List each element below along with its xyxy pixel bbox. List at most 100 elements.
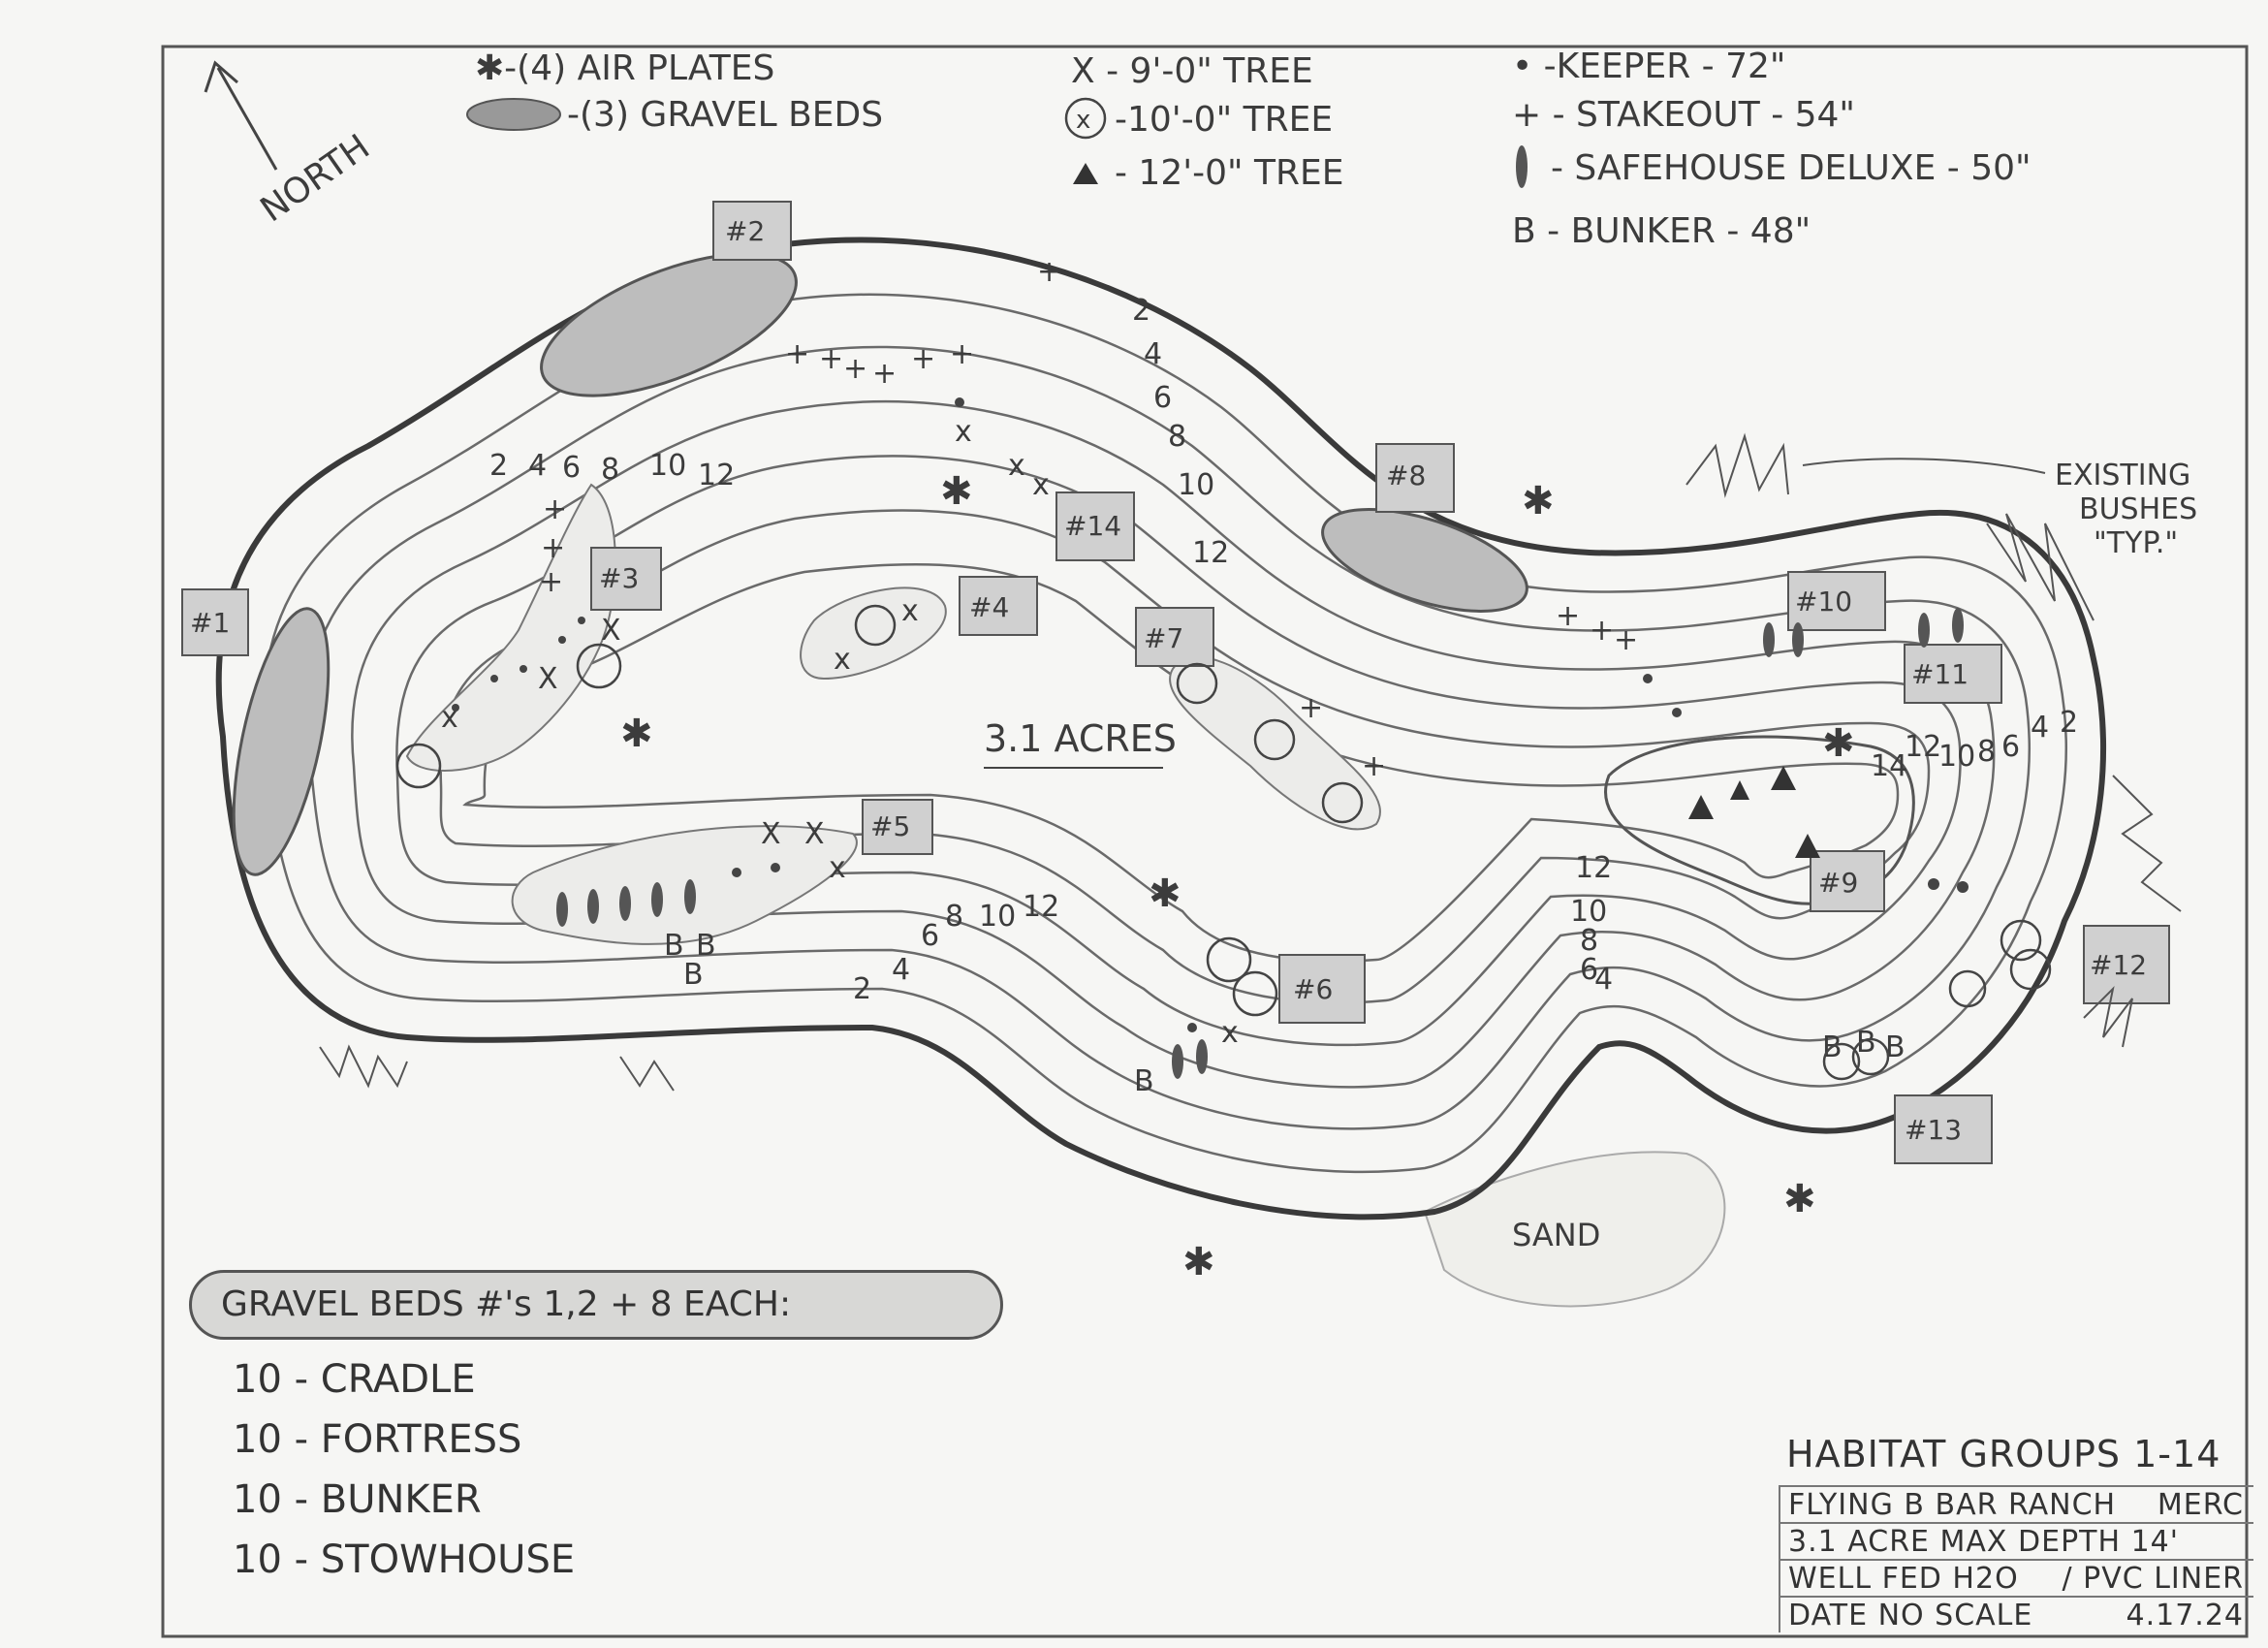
svg-text:10: 10 xyxy=(1570,895,1607,929)
group-2: #2 xyxy=(712,201,792,261)
title-block-line1: FLYING B BAR RANCH MERC xyxy=(1779,1485,2253,1522)
group-10: #10 xyxy=(1787,571,1886,631)
existing-bushes-line1: EXISTING xyxy=(2055,459,2190,492)
title-block: HABITAT GROUPS 1-14 FLYING B BAR RANCH M… xyxy=(1779,1425,2253,1633)
date-scale: DATE NO SCALE xyxy=(1788,1599,2033,1632)
svg-text:+: + xyxy=(950,337,974,371)
gravel-bed-note-header: GRAVEL BEDS #'s 1,2 + 8 EACH: xyxy=(189,1270,1003,1340)
sand-area xyxy=(1423,1151,1726,1308)
svg-text:+: + xyxy=(1590,614,1614,648)
bushes-leader-line xyxy=(1802,458,2046,474)
group-12-label: #12 xyxy=(2090,949,2147,981)
group-14-label: #14 xyxy=(1064,510,1121,542)
group-10-label: #10 xyxy=(1795,586,1852,618)
group-9: #9 xyxy=(1810,850,1885,912)
air-plates: ✱✱✱ ✱✱✱ ✱ xyxy=(620,469,1855,1284)
habitat-clusters xyxy=(405,483,1381,945)
group-7-label: #7 xyxy=(1144,622,1183,654)
triangle-trees xyxy=(1688,766,1820,858)
svg-text:x: x xyxy=(901,594,919,628)
svg-text:10: 10 xyxy=(979,900,1016,934)
svg-text:✱: ✱ xyxy=(1822,721,1855,766)
group-14: #14 xyxy=(1055,491,1135,561)
svg-text:+: + xyxy=(1614,623,1638,657)
drawing-date: 4.17.24 xyxy=(2126,1599,2244,1632)
svg-text:x: x xyxy=(1221,1016,1239,1050)
keeper-markers xyxy=(452,397,1969,1032)
group-7: #7 xyxy=(1135,607,1214,667)
ranch-name: FLYING B BAR RANCH xyxy=(1788,1488,2117,1522)
svg-text:x: x xyxy=(1032,468,1050,502)
svg-text:x: x xyxy=(834,643,851,677)
legend-tree-12: - 12'-0" TREE xyxy=(1115,153,1344,193)
gravel-bed-item-cradle: 10 - CRADLE xyxy=(233,1357,476,1402)
svg-text:✱: ✱ xyxy=(1783,1177,1816,1221)
legend-tree-9: X - 9'-0" TREE xyxy=(1071,51,1313,91)
gravel-beds xyxy=(232,252,1528,876)
legend-stakeout: + - STAKEOUT - 54" xyxy=(1512,95,1855,135)
gravel-bed-note-header-text: GRAVEL BEDS #'s 1,2 + 8 EACH: xyxy=(221,1284,792,1324)
svg-text:12: 12 xyxy=(1905,730,1941,764)
group-4: #4 xyxy=(959,576,1038,636)
title-block-heading: HABITAT GROUPS 1-14 xyxy=(1786,1433,2221,1475)
title-block-line3: WELL FED H2O / PVC LINER xyxy=(1779,1559,2253,1596)
svg-text:+: + xyxy=(1556,599,1580,633)
group-13: #13 xyxy=(1894,1094,1993,1164)
svg-text:+: + xyxy=(872,357,897,391)
svg-text:2: 2 xyxy=(1132,294,1150,328)
svg-text:✱: ✱ xyxy=(940,469,973,514)
svg-text:B: B xyxy=(696,929,716,963)
group-6: #6 xyxy=(1278,954,1366,1024)
svg-text:+: + xyxy=(543,492,567,526)
svg-text:12: 12 xyxy=(1023,890,1059,924)
svg-text:2: 2 xyxy=(2060,706,2078,740)
group-11: #11 xyxy=(1904,644,2002,704)
svg-text:6: 6 xyxy=(2001,730,2020,764)
svg-text:+: + xyxy=(1037,255,1061,289)
svg-text:6: 6 xyxy=(562,451,581,485)
group-11-label: #11 xyxy=(1911,658,1969,690)
circled-trees xyxy=(395,604,1364,1017)
group-1: #1 xyxy=(181,588,249,656)
title-block-line4: DATE NO SCALE 4.17.24 xyxy=(1779,1596,2253,1632)
svg-text:8: 8 xyxy=(945,900,963,934)
svg-text:+: + xyxy=(843,352,867,386)
svg-text:14: 14 xyxy=(1871,749,1907,783)
svg-text:✱: ✱ xyxy=(1182,1240,1215,1284)
svg-text:2: 2 xyxy=(853,972,871,1006)
svg-text:B: B xyxy=(683,958,704,992)
svg-text:10: 10 xyxy=(649,449,686,483)
svg-text:B: B xyxy=(1134,1064,1154,1098)
contour-depth-labels: 2 4 6 8 10 12 2 4 6 8 10 12 14 12 10 8 6… xyxy=(489,294,2078,1006)
group-8: #8 xyxy=(1375,443,1455,513)
svg-text:8: 8 xyxy=(1168,420,1186,454)
map-legend: ✱-(4) AIR PLATES -(3) GRAVEL BEDS X - 9'… xyxy=(466,47,2032,251)
existing-bushes-line2: BUSHES xyxy=(2079,492,2197,526)
legend-tree-10: -10'-0" TREE xyxy=(1115,100,1333,140)
group-1-label: #1 xyxy=(190,607,230,639)
svg-text:4: 4 xyxy=(2031,711,2049,745)
legend-air-plates: ✱-(4) AIR PLATES xyxy=(475,48,774,88)
stakeout-markers: +++ +++ +++ +++ xyxy=(539,337,1638,657)
gravel-bed-note: GRAVEL BEDS #'s 1,2 + 8 EACH: 10 - CRADL… xyxy=(189,1270,1003,1590)
svg-text:+: + xyxy=(539,565,563,599)
svg-text:4: 4 xyxy=(528,449,547,483)
gravel-bed-2 xyxy=(540,252,798,397)
gravel-bed-1 xyxy=(232,607,331,876)
svg-text:6: 6 xyxy=(1580,953,1598,987)
svg-text:✱: ✱ xyxy=(1522,479,1555,523)
group-3-label: #3 xyxy=(599,562,639,594)
legend-safehouse: - SAFEHOUSE DELUXE - 50" xyxy=(1551,148,2032,188)
svg-text:x: x xyxy=(955,415,972,449)
svg-text:8: 8 xyxy=(1580,924,1598,958)
gravel-bed-item-stowhouse: 10 - STOWHOUSE xyxy=(233,1537,576,1582)
svg-text:X: X xyxy=(538,662,558,696)
liner-type: / PVC LINER xyxy=(2062,1562,2244,1596)
svg-text:x: x xyxy=(1008,449,1025,483)
legend-keeper: • -KEEPER - 72" xyxy=(1512,47,1785,86)
group-5-label: #5 xyxy=(870,810,910,842)
svg-text:✱: ✱ xyxy=(620,712,653,756)
svg-text:X: X xyxy=(761,817,781,851)
water-source: WELL FED H2O xyxy=(1788,1562,2019,1596)
svg-text:2: 2 xyxy=(489,449,508,483)
